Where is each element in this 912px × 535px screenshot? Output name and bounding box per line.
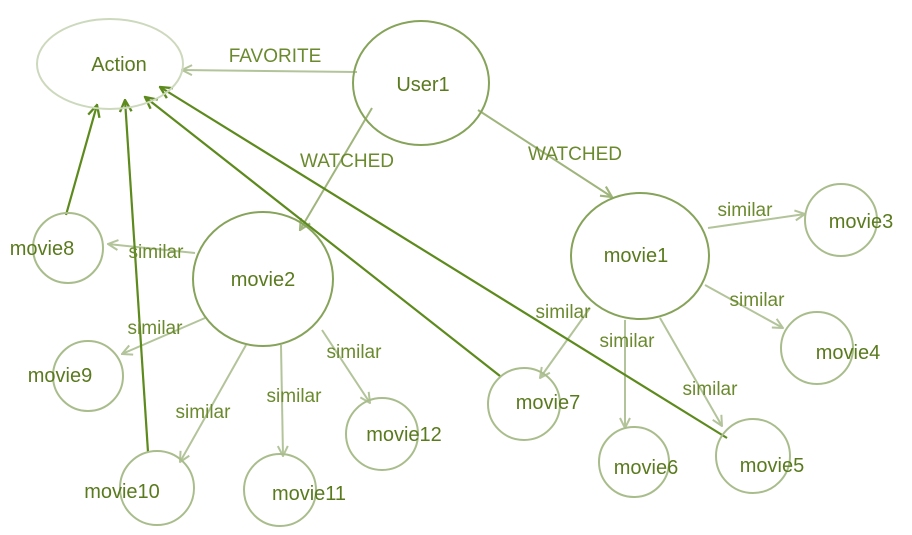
label-action: Action [91,54,147,76]
edge-watched-movie1 [477,109,612,197]
node-movie9 [52,340,124,412]
node-action [36,18,184,110]
label-similar-movie6: similar [600,331,656,352]
edge-movie2-movie9 [122,317,206,354]
node-movie11 [243,453,317,527]
node-movie12 [345,397,419,471]
label-movie7: movie7 [516,392,580,414]
edge-movie8-action [64,105,97,216]
label-movie9: movie9 [28,365,92,387]
node-movie1 [570,192,710,320]
label-similar-movie11: similar [267,386,323,407]
label-movie3: movie3 [829,211,893,233]
edge-movie1-movie5 [659,317,722,426]
label-similar-movie3: similar [718,200,774,221]
label-watched-movie2: WATCHED [300,151,394,172]
edge-movie1-movie7 [540,307,591,378]
label-similar-movie10: similar [176,402,232,423]
label-movie1: movie1 [604,245,668,267]
node-movie2 [192,211,334,347]
label-similar-movie8: similar [129,242,185,263]
label-similar-movie5: similar [683,379,739,400]
label-movie12: movie12 [366,424,442,446]
node-movie4 [780,311,854,385]
node-movie6 [598,426,670,498]
edge-favorite [182,70,358,72]
edge-movie2-movie8 [108,244,196,254]
label-similar-movie9: similar [128,318,184,339]
label-movie2: movie2 [231,269,295,291]
edge-movie2-movie11 [281,344,283,456]
label-movie5: movie5 [740,455,804,477]
edge-movie10-action [125,100,150,453]
edge-movie2-movie12 [321,329,370,403]
label-favorite: FAVORITE [229,46,322,67]
node-user1 [352,20,490,146]
node-movie7 [487,367,561,441]
edge-movie7-action [145,97,501,377]
node-movie10 [119,450,195,526]
label-user1: User1 [396,74,449,96]
label-movie8: movie8 [10,238,74,260]
label-movie10: movie10 [84,481,160,503]
edge-movie1-movie3 [707,214,805,229]
label-movie11: movie11 [272,483,346,505]
label-movie4: movie4 [816,342,880,364]
label-movie6: movie6 [614,457,678,479]
label-similar-movie12: similar [327,342,383,363]
edge-watched-movie2 [300,107,373,230]
label-similar-movie4: similar [730,290,786,311]
node-movie8 [32,212,104,284]
label-similar-movie7: similar [536,302,592,323]
edge-movie2-movie10 [180,344,247,462]
edge-movie5-action [160,87,728,439]
node-movie3 [804,183,878,257]
label-watched-movie1: WATCHED [528,144,622,165]
node-movie5 [715,418,791,494]
edge-movie1-movie4 [704,284,783,328]
